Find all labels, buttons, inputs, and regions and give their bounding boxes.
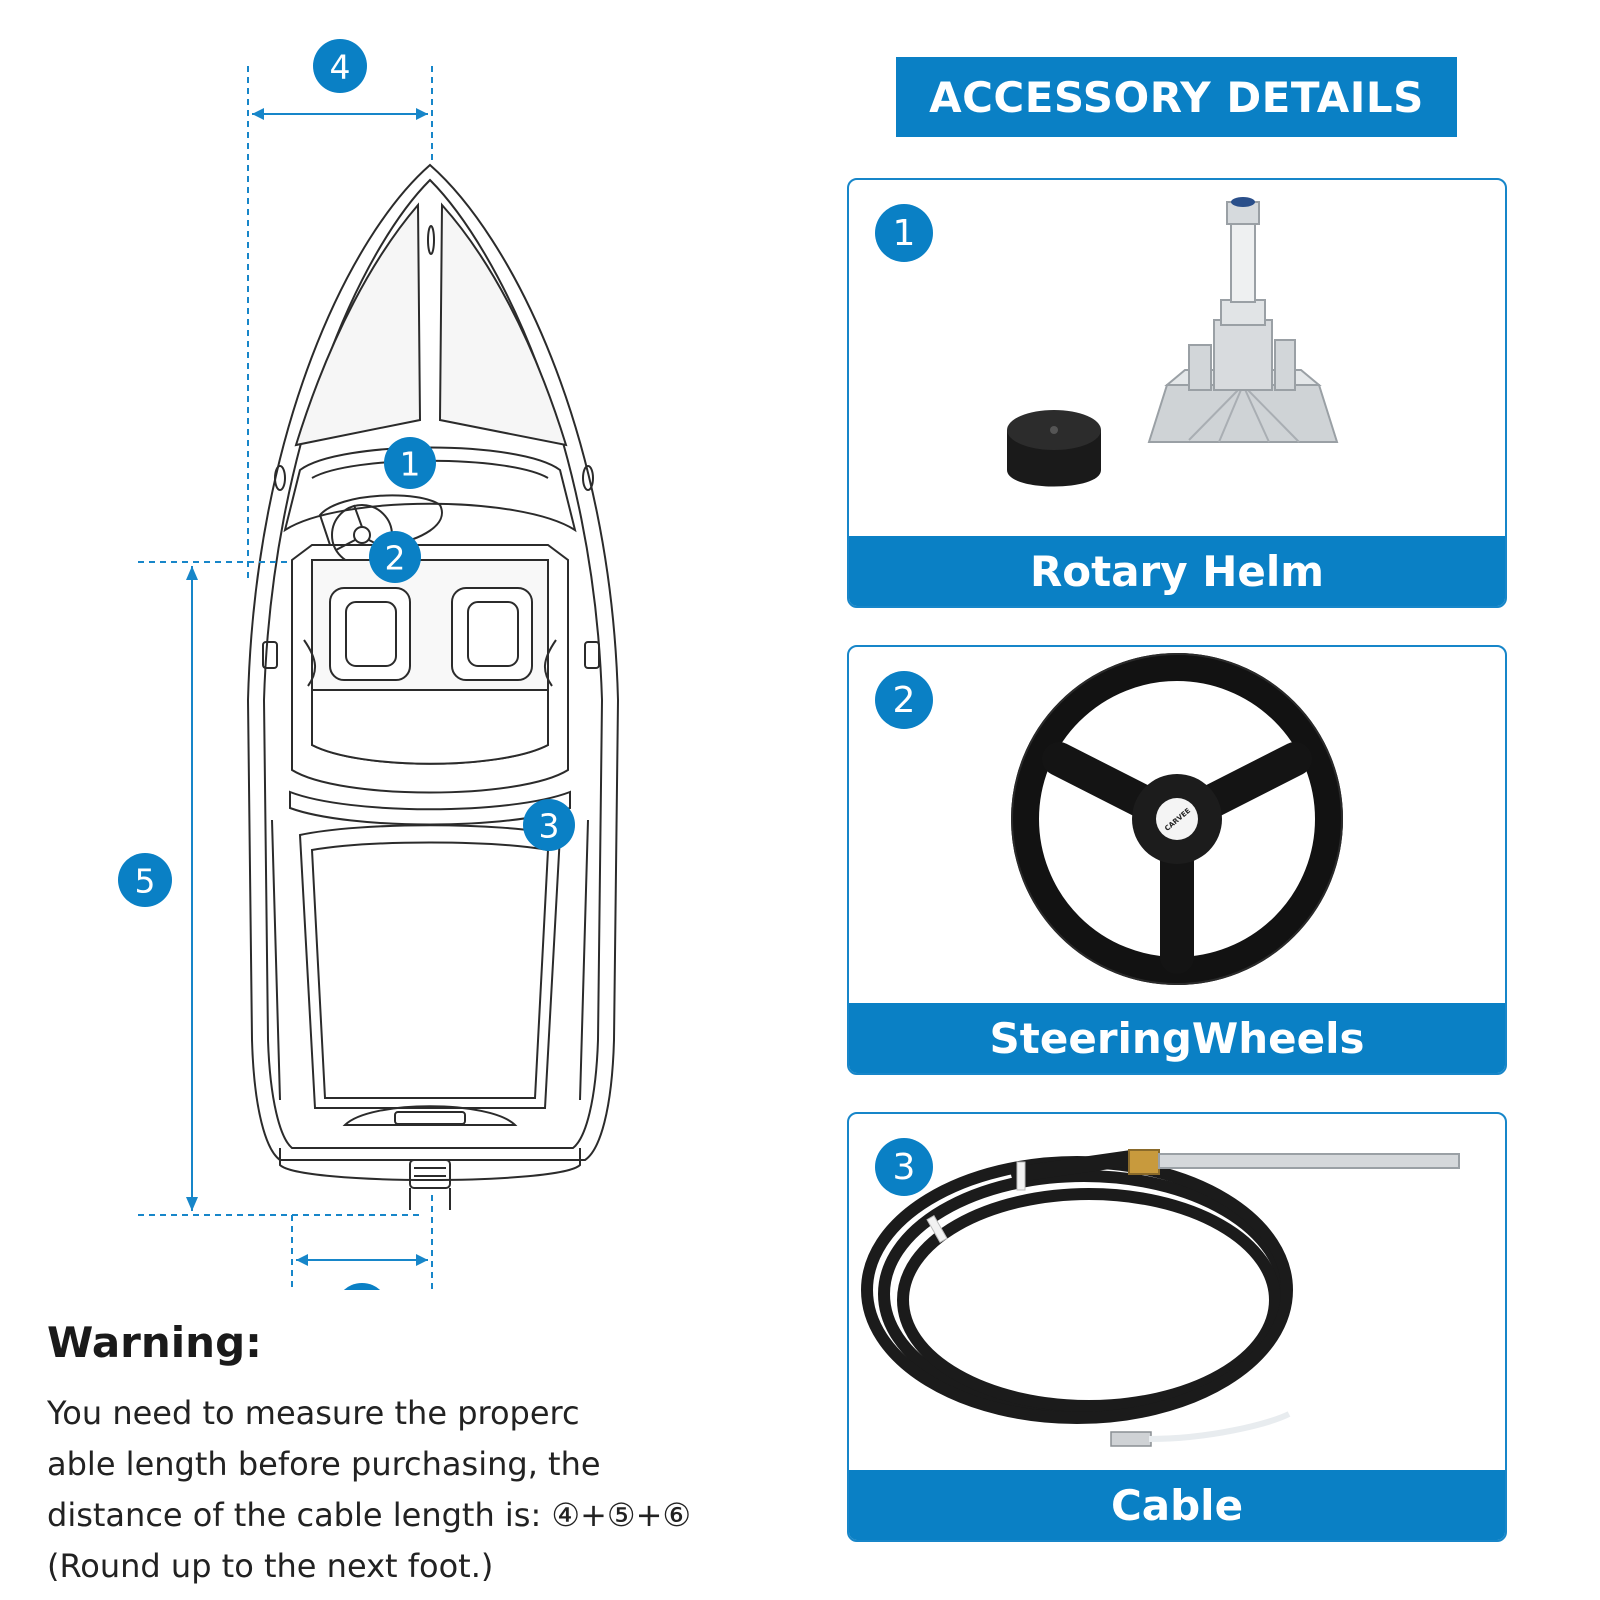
warning-line: able length before purchasing, the xyxy=(47,1445,601,1483)
warning-line: (Round up to the next foot.) xyxy=(47,1547,494,1585)
accessory-label: Rotary Helm xyxy=(849,536,1505,606)
warning-line: You need to measure the properc xyxy=(47,1394,580,1432)
svg-text:4: 4 xyxy=(330,48,351,87)
svg-text:3: 3 xyxy=(539,807,560,846)
dimension-lines xyxy=(138,66,433,1290)
dimension-badge-5: 5 xyxy=(118,853,172,907)
accessory-label: Cable xyxy=(849,1470,1505,1540)
part-marker-1: 1 xyxy=(384,437,436,489)
accessory-card-rotary-helm: 1 Rotary Helm xyxy=(847,178,1507,608)
accessory-card-cable: 3 Cable xyxy=(847,1112,1507,1542)
boat-outline xyxy=(246,163,620,1210)
accessory-label: SteeringWheels xyxy=(849,1003,1505,1073)
boat-measurement-diagram: 1 2 3 4 5 6 xyxy=(118,39,620,1290)
steering-wheel-image: CARVEE xyxy=(1011,653,1343,985)
part-marker-3: 3 xyxy=(523,799,575,851)
rotary-helm-image xyxy=(1007,197,1339,487)
svg-text:1: 1 xyxy=(400,445,421,484)
accessory-number-badge: 1 xyxy=(875,204,933,262)
svg-text:2: 2 xyxy=(385,539,406,578)
dimension-badge-4: 4 xyxy=(313,39,367,93)
part-marker-2: 2 xyxy=(369,531,421,583)
accessory-details-header: ACCESSORY DETAILS xyxy=(896,57,1457,137)
accessory-number-badge: 2 xyxy=(875,671,933,729)
accessory-card-steering-wheel: 2 CARVEE SteeringWheels xyxy=(847,645,1507,1075)
dimension-badge-6: 6 xyxy=(343,1283,381,1290)
svg-text:5: 5 xyxy=(135,862,156,901)
warning-text: You need to measure the properc able len… xyxy=(47,1388,767,1592)
cable-image xyxy=(861,1149,1460,1447)
warning-title: Warning: xyxy=(47,1318,262,1367)
accessory-number-badge: 3 xyxy=(875,1138,933,1196)
warning-line: distance of the cable length is: ④+⑤+⑥ xyxy=(47,1496,692,1534)
